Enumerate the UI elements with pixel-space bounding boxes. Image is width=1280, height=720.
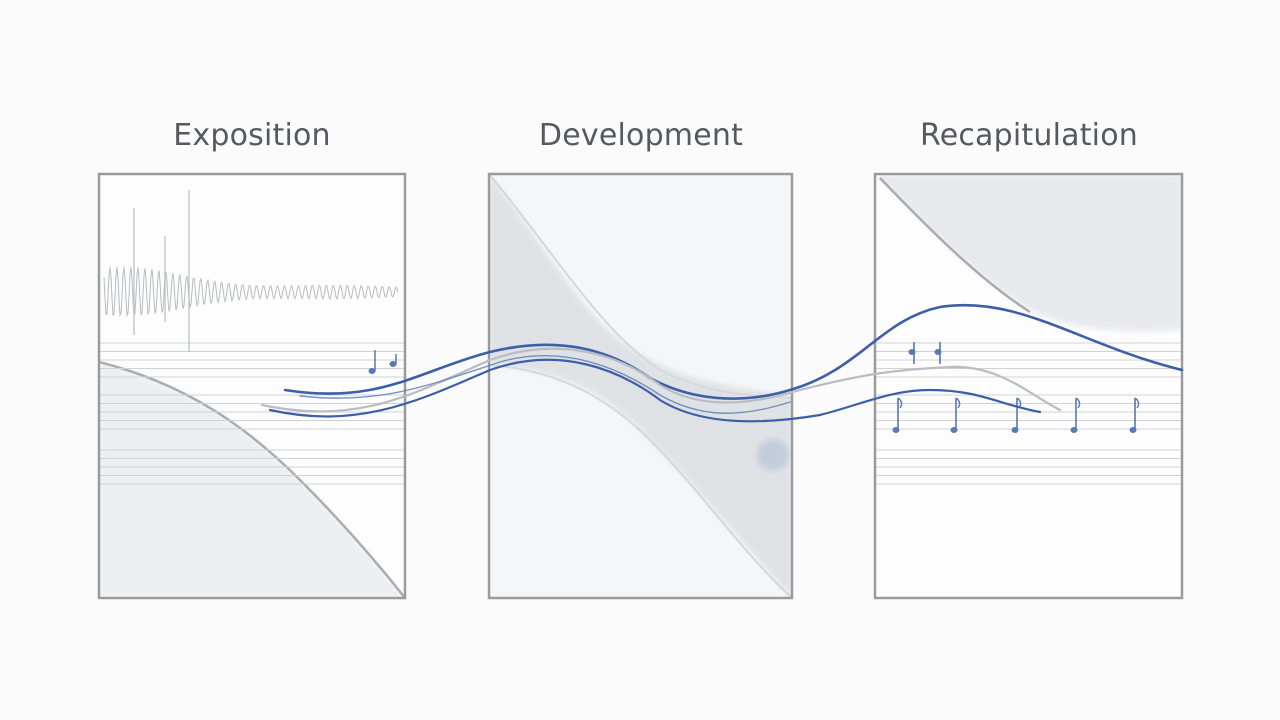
panel-exposition-frame — [97, 172, 407, 600]
note-flag — [1134, 397, 1140, 409]
waveform-trace — [103, 266, 399, 318]
panel-recapitulation-frame — [873, 172, 1184, 600]
note-head — [1011, 427, 1019, 433]
note-head — [950, 427, 958, 433]
music-note-icon — [368, 350, 397, 374]
fold-contour — [489, 364, 792, 598]
note-head — [1129, 427, 1137, 433]
panel-development-frame — [487, 172, 794, 600]
flowing-thread-line — [260, 347, 1062, 413]
flowing-thread-line — [283, 303, 1184, 400]
section-title-development: Development — [538, 118, 744, 153]
ink-blot — [757, 439, 789, 471]
section-title-exposition: Exposition — [173, 118, 331, 153]
note-flag — [897, 397, 903, 409]
flowing-thread-line — [268, 358, 1042, 423]
flowing-thread-line — [299, 355, 791, 414]
waveform-icon — [103, 190, 399, 352]
note-flag — [955, 397, 961, 409]
music-staff — [99, 342, 405, 485]
flowing-threads — [260, 303, 1184, 423]
watercolor-wash — [875, 174, 1182, 332]
music-note-icon — [892, 342, 1140, 433]
section-title-recapitulation: Recapitulation — [920, 118, 1138, 153]
note-flag — [1075, 397, 1081, 409]
note-head — [1070, 427, 1078, 433]
panel-recapitulation — [873, 172, 1184, 600]
fold-contour — [489, 174, 792, 399]
note-head — [892, 427, 900, 433]
diagonal-contour — [879, 177, 1031, 314]
panel-exposition — [97, 172, 407, 600]
